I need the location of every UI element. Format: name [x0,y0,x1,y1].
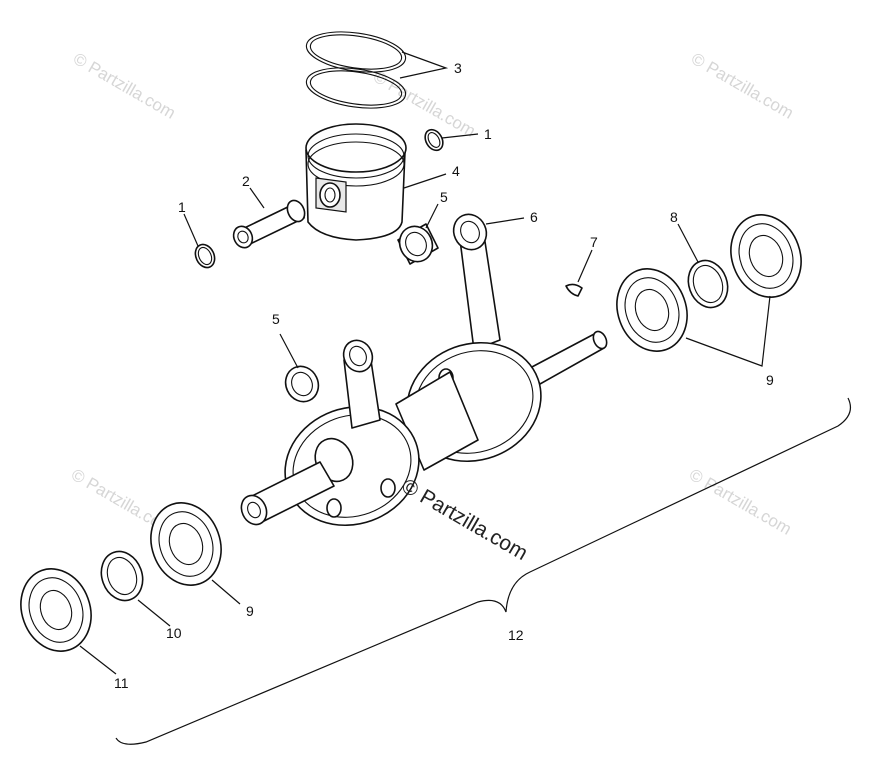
callout-9-right: 9 [766,372,774,388]
callout-5-upper: 5 [440,189,448,205]
seal-ring-left [100,550,144,602]
callouts: 3 1 4 2 1 5 6 7 8 9 5 9 10 11 12 [114,60,774,691]
callout-12: 12 [508,627,524,643]
callout-10: 10 [166,625,182,641]
assembly-brace [115,397,851,745]
callout-7: 7 [590,234,598,250]
piston-rings [305,31,407,109]
needle-bearing-upper [397,223,439,265]
callout-9-left: 9 [246,603,254,619]
watermark-top-right: © Partzilla.com [688,49,797,123]
callout-1-left: 1 [178,199,186,215]
leader-lines [79,51,771,675]
main-bearing-right-inner [616,268,688,352]
callout-1-right: 1 [484,126,492,142]
callout-3: 3 [454,60,462,76]
watermark-top-left: © Partzilla.com [70,49,179,123]
oil-seal [20,568,92,652]
main-bearing-left [150,502,222,586]
watermark-main: © Partzilla.com [398,474,532,565]
woodruff-key [565,283,583,297]
circlip-right [424,128,444,152]
callout-5-lower: 5 [272,311,280,327]
crankshaft-assembly [240,330,608,527]
callout-4: 4 [452,163,460,179]
connecting-rod-upper [452,213,501,351]
needle-bearing-lower [284,365,320,403]
seal-ring [687,259,729,309]
circlip-left [194,243,216,269]
watermark-bottom-right: © Partzilla.com [686,465,795,539]
callout-8: 8 [670,209,678,225]
callout-11: 11 [114,675,129,691]
piston [305,123,407,241]
callout-2: 2 [242,173,250,189]
piston-pin [232,199,306,249]
callout-6: 6 [530,209,538,225]
main-bearing-right-outer [730,214,802,298]
